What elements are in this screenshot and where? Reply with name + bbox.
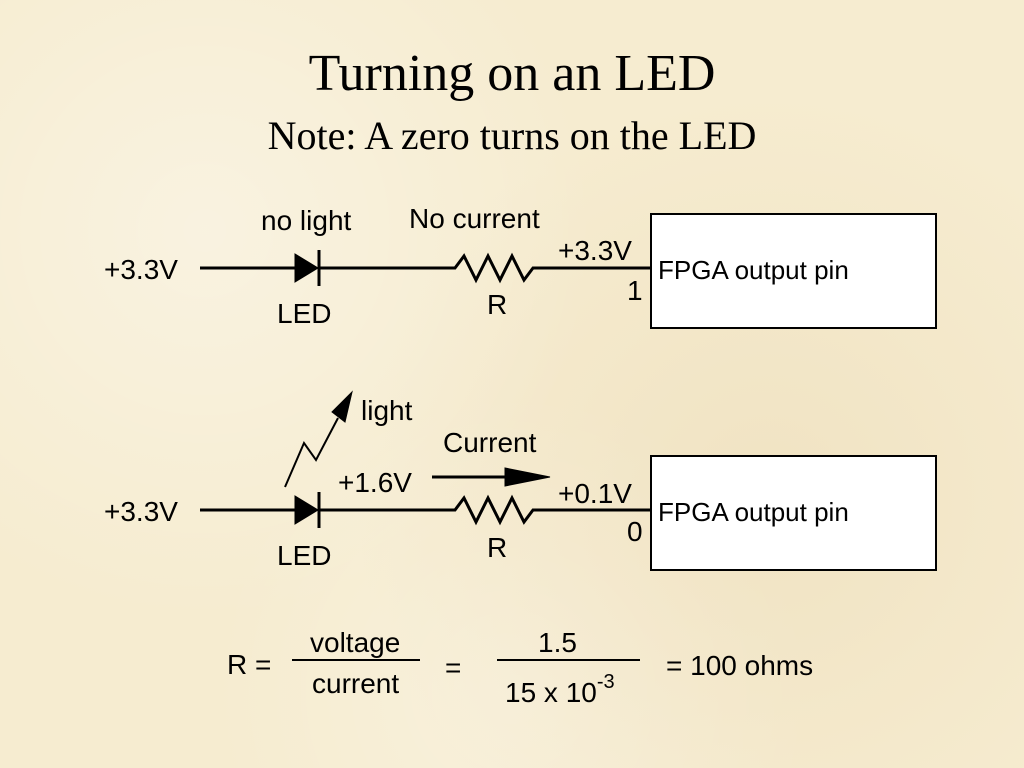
bottom-circuit	[200, 390, 650, 528]
light-arrowhead-icon	[331, 390, 353, 423]
top-light-state-label: no light	[261, 205, 352, 236]
top-resistor	[438, 252, 548, 284]
bottom-node-voltage-label: +1.6V	[338, 467, 412, 498]
bottom-led-diode-triangle	[294, 495, 319, 525]
top-pin-voltage-label: +3.3V	[558, 235, 632, 266]
bottom-fpga-label: FPGA output pin	[658, 497, 849, 527]
bottom-fpga-box: FPGA output pin	[650, 455, 937, 571]
bottom-light-state-label: light	[361, 395, 413, 426]
bottom-pin-voltage-label: +0.1V	[558, 478, 632, 509]
top-fpga-label: FPGA output pin	[658, 255, 849, 285]
equation-denominator-base: 15 x 10	[505, 677, 597, 708]
top-circuit	[200, 250, 650, 286]
bottom-led-label: LED	[277, 540, 332, 571]
bottom-resistor-label: R	[487, 532, 508, 563]
equation-denominator-exponent: -3	[596, 671, 615, 693]
top-current-state-label: No current	[409, 203, 540, 234]
top-led-diode-triangle	[294, 253, 319, 283]
equation-result: = 100 ohms	[666, 650, 814, 681]
top-led-label: LED	[277, 298, 332, 329]
bottom-pin-logic-label: 0	[627, 516, 643, 547]
top-supply-label: +3.3V	[104, 254, 178, 285]
bottom-supply-label: +3.3V	[104, 496, 178, 527]
equation-equals: =	[445, 652, 462, 683]
equation-denominator-current: current	[312, 668, 400, 699]
equation-numerator-voltage: voltage	[310, 627, 401, 658]
current-arrowhead-icon	[504, 467, 551, 487]
equation-lhs: R =	[227, 649, 272, 680]
bottom-resistor	[438, 494, 548, 526]
top-resistor-label: R	[487, 289, 508, 320]
slide-subtitle: Note: A zero turns on the LED	[267, 113, 757, 158]
bottom-current-state-label: Current	[443, 427, 537, 458]
equation-denominator-value: 15 x 10-3	[505, 672, 615, 708]
light-emission-icon	[284, 417, 339, 488]
equation-numerator-value: 1.5	[538, 627, 577, 658]
top-fpga-box: FPGA output pin	[650, 213, 937, 329]
top-pin-logic-label: 1	[627, 275, 643, 306]
slide-title: Turning on an LED	[308, 45, 716, 102]
